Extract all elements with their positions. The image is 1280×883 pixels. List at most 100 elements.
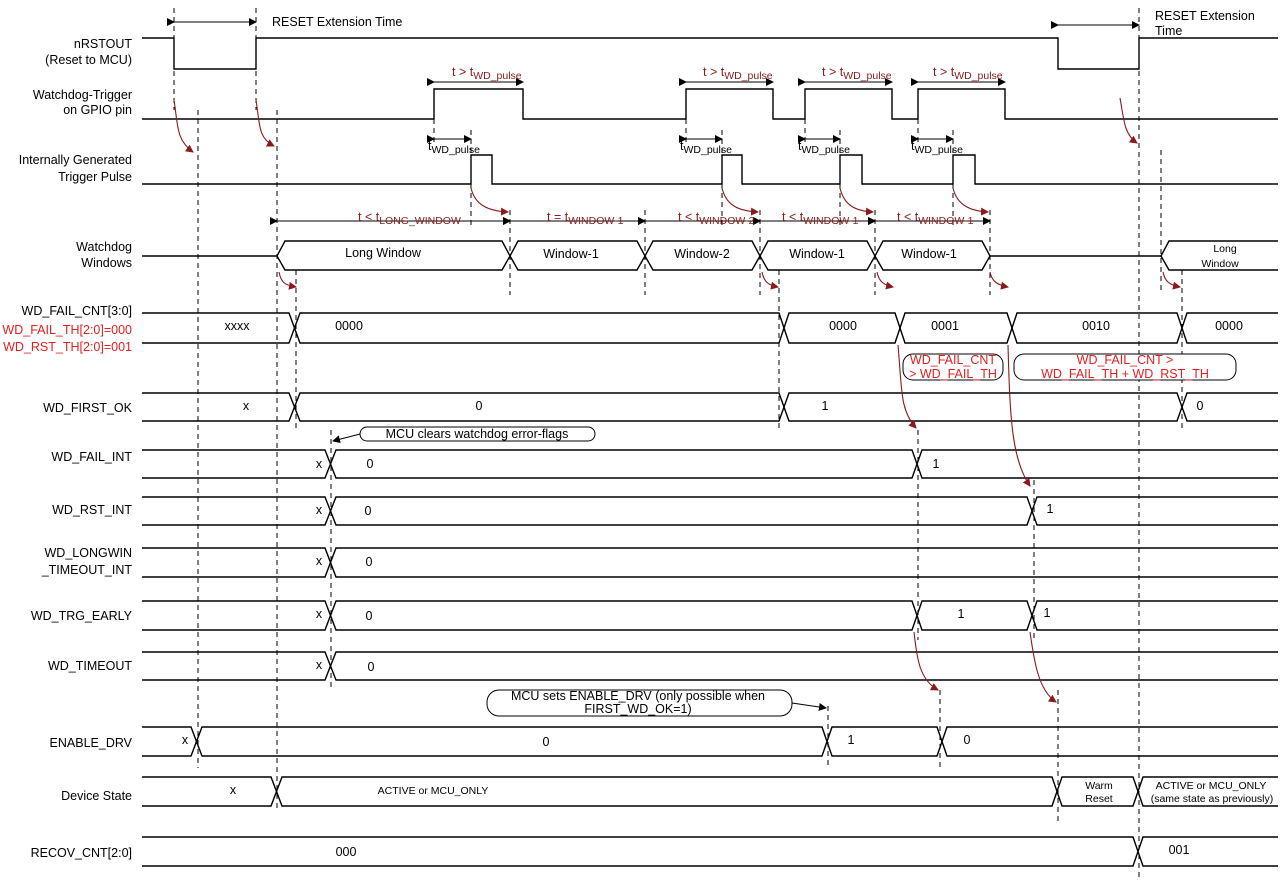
label-wd-rst-th: WD_RST_TH[2:0]=001 bbox=[3, 340, 132, 354]
svg-text:t < tLONG_WINDOW: t < tLONG_WINDOW bbox=[358, 210, 461, 227]
note-mcu-sets: MCU sets ENABLE_DRV (only possible when … bbox=[486, 689, 827, 717]
state-active: ACTIVE or MCU_ONLY bbox=[378, 785, 489, 797]
label-wd-timeout: WD_TIMEOUT bbox=[48, 659, 132, 673]
reset-ext-label-2: RESET Extension bbox=[1155, 9, 1255, 23]
tfilter-2: t bbox=[680, 139, 684, 153]
label-wd-trigger-sub: on GPIO pin bbox=[63, 103, 132, 117]
note-fail-gt-th bbox=[902, 353, 1004, 381]
wave-wd-fail-cnt: xxxx 0000 0000 0001 0010 0000 WD_FAIL_CN… bbox=[142, 312, 1278, 381]
rstint-1: 1 bbox=[1047, 502, 1054, 516]
tfilter-1: t bbox=[428, 139, 432, 153]
win-1c: Window-1 bbox=[901, 247, 957, 261]
failint-1: 1 bbox=[933, 457, 940, 471]
svg-text:t > tWD_pulse: t > tWD_pulse bbox=[822, 65, 892, 82]
longwin-0: 0 bbox=[366, 555, 373, 569]
label-wd-longwin: WD_LONGWIN bbox=[45, 546, 133, 560]
svg-text:tWD_pulse: tWD_pulse bbox=[798, 139, 850, 156]
label-nrstout: nRSTOUT bbox=[74, 37, 132, 51]
dur-w1c: t < t bbox=[897, 210, 919, 224]
window-durations: t < tLONG_WINDOW t = tWINDOW-1 t < tWIND… bbox=[270, 210, 991, 227]
trgearly-1: 1 bbox=[958, 607, 965, 621]
failint-0: 0 bbox=[367, 457, 374, 471]
wave-wd-first-ok: x 0 1 0 bbox=[142, 392, 1278, 422]
enable-x: x bbox=[182, 733, 189, 747]
svg-text:tWD_pulse: tWD_pulse bbox=[428, 139, 480, 156]
dur-w1b: t < t bbox=[782, 210, 804, 224]
dur-w2: t < t bbox=[678, 210, 700, 224]
wave-wd-trg-early: x 0 1 1 bbox=[142, 600, 1278, 631]
note-fail-gt-sum bbox=[1013, 353, 1237, 381]
svg-text:t = tWINDOW-1: t = tWINDOW-1 bbox=[547, 210, 624, 227]
wave-wd-fail-int: x 0 1 bbox=[142, 449, 1278, 479]
cnt-xxxx: xxxx bbox=[225, 319, 251, 333]
firstok-1: 1 bbox=[822, 399, 829, 413]
label-wd-trigger: Watchdog-Trigger bbox=[33, 88, 132, 102]
tpulse-3: t > t bbox=[822, 65, 844, 79]
label-wd-fail-int: WD_FAIL_INT bbox=[51, 450, 132, 464]
cnt-0000c: 0000 bbox=[1215, 319, 1243, 333]
wave-device-state: x ACTIVE or MCU_ONLY Warm Reset ACTIVE o… bbox=[142, 776, 1278, 807]
svg-text:> WD_FAIL_TH: > WD_FAIL_TH bbox=[909, 367, 997, 381]
label-wd-fail-cnt: WD_FAIL_CNT[3:0] bbox=[22, 304, 132, 318]
rstint-x: x bbox=[316, 503, 323, 517]
cnt-0001: 0001 bbox=[931, 319, 959, 333]
dur-w1a: t = t bbox=[547, 210, 569, 224]
timeout-x: x bbox=[316, 658, 323, 672]
trgearly-0: 0 bbox=[366, 609, 373, 623]
svg-text:t < tWINDOW-1: t < tWINDOW-1 bbox=[897, 210, 974, 227]
firstok-x: x bbox=[243, 399, 250, 413]
wave-enable-drv: x 0 1 0 bbox=[142, 726, 1278, 757]
svg-text:t < tWINDOW-2: t < tWINDOW-2 bbox=[678, 210, 755, 227]
win-1b: Window-1 bbox=[789, 247, 845, 261]
recov-001: 001 bbox=[1169, 843, 1190, 857]
causality-arrows bbox=[173, 97, 1181, 703]
timeout-0: 0 bbox=[368, 660, 375, 674]
tfilter-4: t bbox=[911, 139, 915, 153]
failint-x: x bbox=[316, 457, 323, 471]
svg-text:t > tWD_pulse: t > tWD_pulse bbox=[703, 65, 773, 82]
state-x: x bbox=[230, 783, 237, 797]
firstok-0b: 0 bbox=[1197, 399, 1204, 413]
svg-text:tWD_pulse: tWD_pulse bbox=[680, 139, 732, 156]
rstint-0: 0 bbox=[365, 504, 372, 518]
win-long-end: Long bbox=[1213, 243, 1237, 255]
label-wd-longwin-sub: _TIMEOUT_INT bbox=[41, 563, 133, 577]
svg-text:WD_FAIL_CNT >: WD_FAIL_CNT > bbox=[1077, 353, 1174, 367]
label-int-pulse: Internally Generated bbox=[19, 153, 132, 167]
win-long: Long Window bbox=[345, 246, 422, 260]
dur-long: t < t bbox=[358, 210, 380, 224]
trgearly-x: x bbox=[316, 607, 323, 621]
enable-0b: 0 bbox=[964, 733, 971, 747]
wave-nrstout: RESET Extension Time RESET Extension Tim… bbox=[142, 9, 1278, 70]
label-wd-fail-th: WD_FAIL_TH[2:0]=000 bbox=[2, 323, 132, 337]
enable-0: 0 bbox=[543, 735, 550, 749]
note-mcu-clears: MCU clears watchdog error-flags bbox=[332, 426, 596, 444]
label-device-state: Device State bbox=[61, 789, 132, 803]
time-markers bbox=[173, 8, 1183, 880]
wave-wd-rst-int: x 0 1 bbox=[142, 496, 1278, 526]
label-wd-windows: Watchdog bbox=[76, 240, 132, 254]
label-nrstout-sub: (Reset to MCU) bbox=[45, 53, 132, 67]
state-active2: ACTIVE or MCU_ONLY bbox=[1156, 780, 1267, 792]
longwin-x: x bbox=[316, 554, 323, 568]
cnt-0000a: 0000 bbox=[335, 319, 363, 333]
state-warm: Warm bbox=[1085, 780, 1113, 792]
tpulse-4: t > t bbox=[933, 65, 955, 79]
label-wd-first-ok: WD_FIRST_OK bbox=[43, 401, 133, 415]
reset-ext-label: RESET Extension Time bbox=[272, 15, 402, 29]
svg-text:t > tWD_pulse: t > tWD_pulse bbox=[933, 65, 1003, 82]
svg-text:WD_FAIL_CNT: WD_FAIL_CNT bbox=[910, 353, 996, 367]
recov-000: 000 bbox=[336, 845, 357, 859]
trgearly-1b: 1 bbox=[1044, 606, 1051, 620]
label-wd-rst-int: WD_RST_INT bbox=[52, 503, 132, 517]
svg-text:t < tWINDOW-1: t < tWINDOW-1 bbox=[782, 210, 859, 227]
win-long-end-2: Window bbox=[1201, 258, 1239, 270]
label-wd-trg-early: WD_TRG_EARLY bbox=[31, 609, 133, 623]
svg-text:MCU clears watchdog error-flag: MCU clears watchdog error-flags bbox=[386, 427, 569, 441]
wave-int-pulse bbox=[142, 154, 1278, 185]
label-recov-cnt: RECOV_CNT[2:0] bbox=[31, 846, 132, 860]
label-enable-drv: ENABLE_DRV bbox=[50, 736, 133, 750]
svg-text:WD_FAIL_TH + WD_RST_TH: WD_FAIL_TH + WD_RST_TH bbox=[1041, 367, 1209, 381]
state-active2-sub: (same state as previously) bbox=[1151, 793, 1274, 805]
wave-recov-cnt: 000 001 bbox=[142, 836, 1278, 867]
